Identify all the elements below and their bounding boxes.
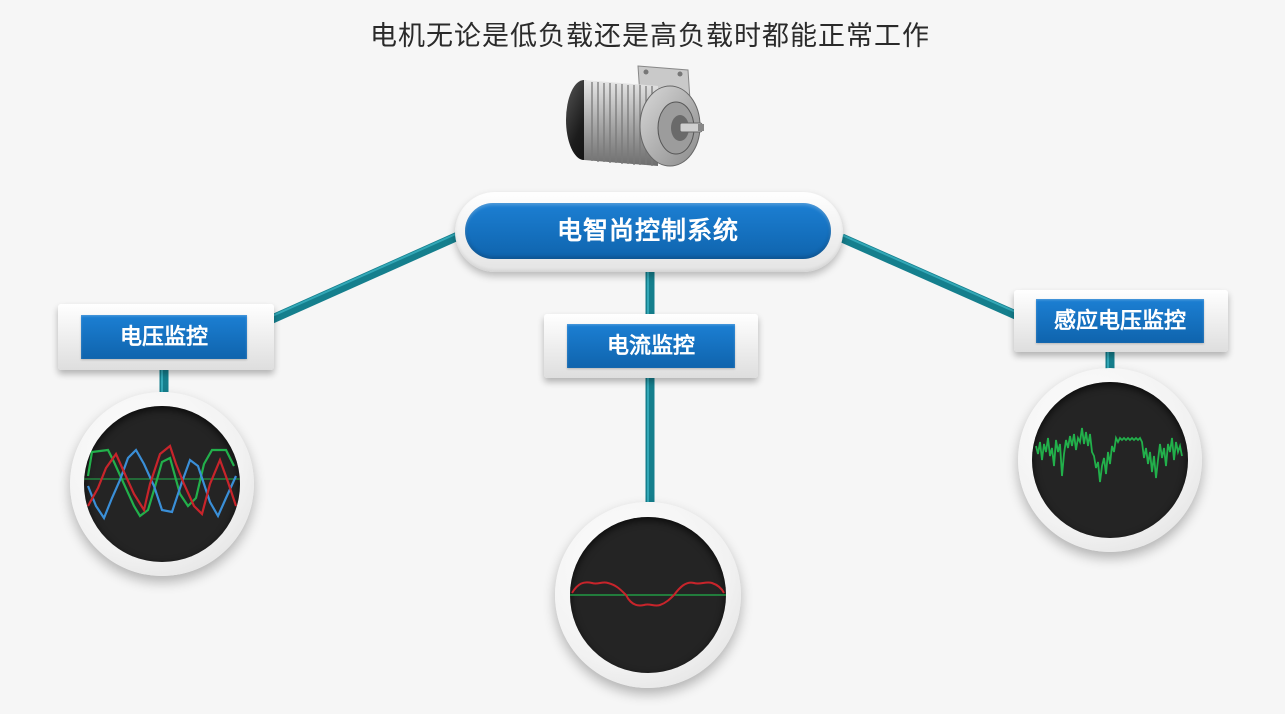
induced-green-noise — [1035, 427, 1183, 483]
voltage-scope-screen — [84, 406, 240, 562]
page-title: 电机无论是低负载还是高负载时都能正常工作 — [370, 21, 930, 52]
induced-voltage-monitor-label: 感应电压监控 — [1036, 299, 1204, 343]
control-system-hub: 电智尚控制系统 — [455, 192, 843, 272]
induced-voltage-waveform — [1035, 427, 1183, 483]
voltage-waveform — [84, 444, 240, 521]
current-waveform — [570, 581, 726, 607]
current-monitor-label: 电流监控 — [567, 324, 735, 368]
phase-blue-wave — [86, 448, 238, 521]
current-scope-screen — [570, 517, 726, 673]
voltage-scope — [70, 392, 254, 576]
connector-hub-to-voltage — [268, 231, 460, 325]
induced-voltage-scope-screen — [1032, 382, 1188, 538]
induced-voltage-monitor-box: 感应电压监控 — [1014, 290, 1228, 352]
phase-red-wave — [87, 444, 238, 517]
current-red-wave — [571, 581, 725, 607]
induced-voltage-scope — [1018, 368, 1202, 552]
control-system-label: 电智尚控制系统 — [465, 203, 831, 259]
electric-motor-icon — [566, 65, 704, 167]
voltage-monitor-label: 电压监控 — [81, 315, 247, 359]
voltage-monitor-box: 电压监控 — [58, 304, 274, 370]
current-scope — [555, 502, 741, 688]
current-monitor-box: 电流监控 — [544, 314, 758, 378]
connector-hub-to-induced — [840, 233, 1020, 321]
